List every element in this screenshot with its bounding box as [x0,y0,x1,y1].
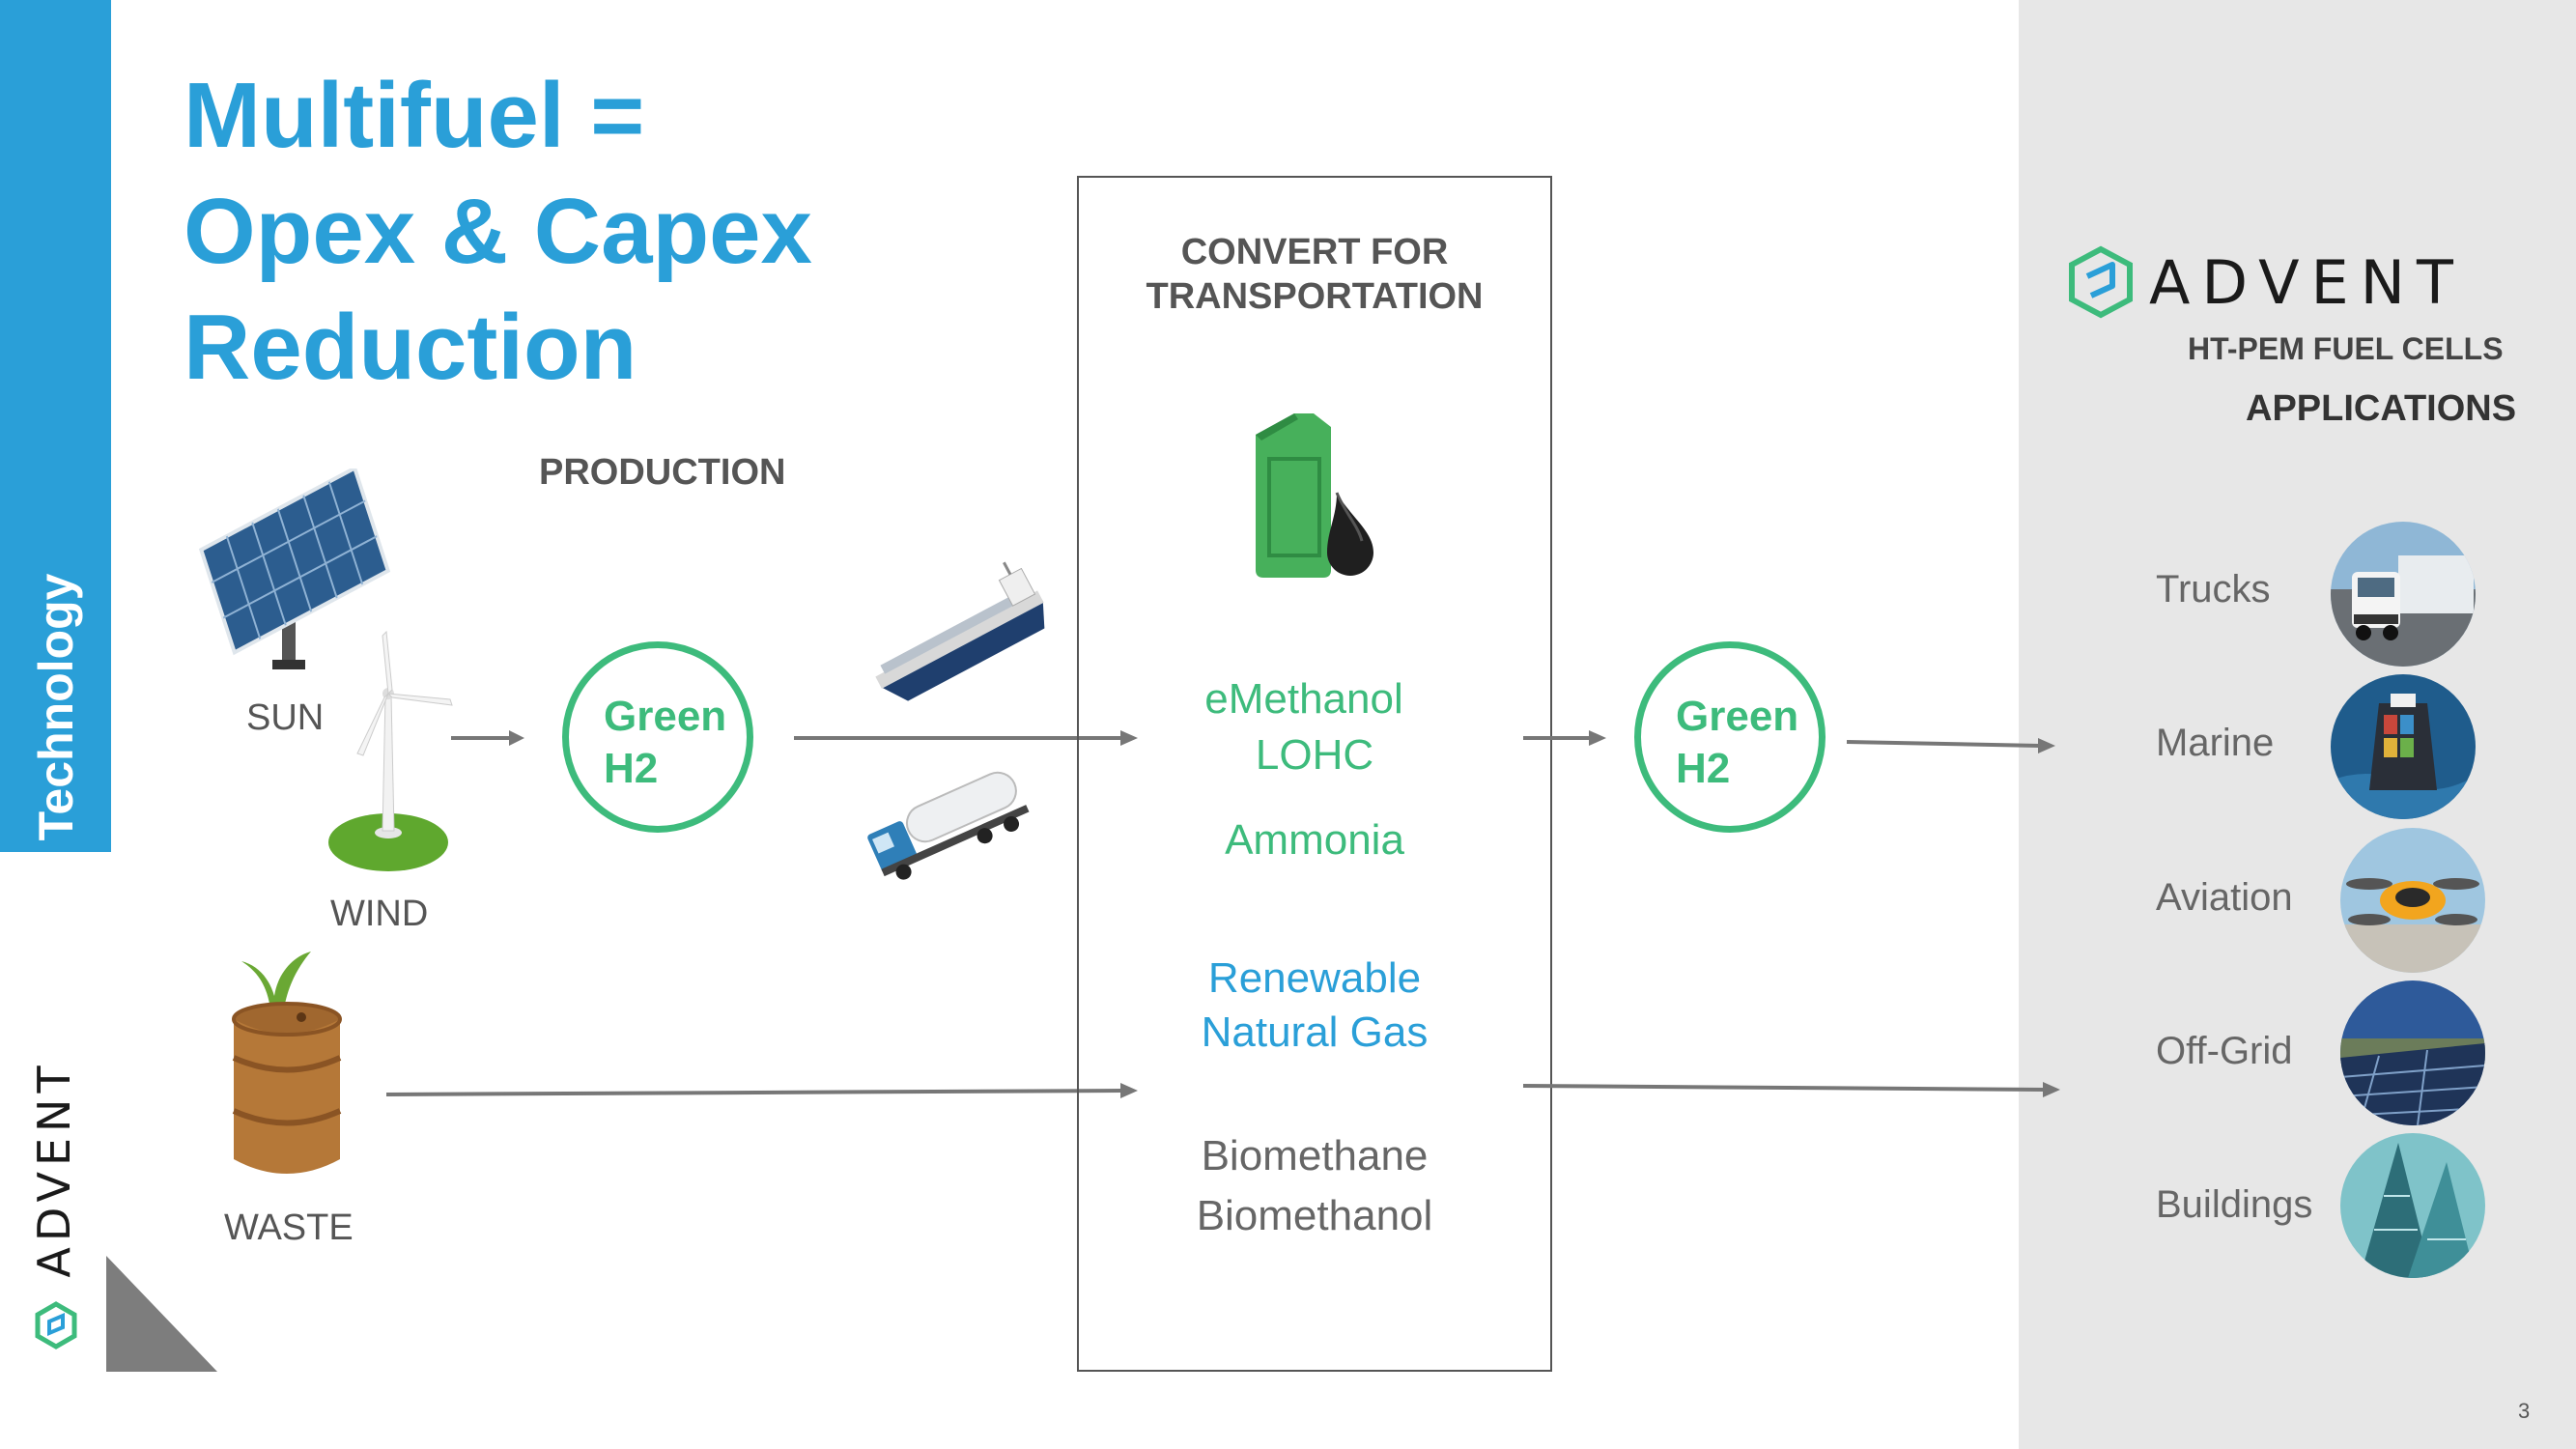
fuel-renewable-line2: Natural Gas [1201,1009,1429,1056]
sidebar-band [0,0,111,852]
app-label-aviation: Aviation [2156,876,2293,919]
green-h2-label-left: Green H2 [604,691,726,795]
solar-panel-icon [198,469,391,669]
advent-logo-icon [2069,245,2133,319]
green-h2-right-line1: Green [1676,693,1799,740]
fuel-biomethane: Biomethane [1201,1132,1429,1179]
green-h2-label-right: Green H2 [1676,691,1798,795]
sidebar-section-label: Technology [29,573,83,841]
applications-label: APPLICATIONS [2246,388,2517,429]
green-h2-circle-right [1634,641,1826,833]
arrow-convert-to-applications [1522,1082,2060,1097]
fuel-renewable-gas: Renewable Natural Gas [1077,952,1552,1060]
waste-barrel-icon [232,952,342,1174]
arrow-h2-to-applications [1846,738,2055,753]
wind-turbine-icon [328,630,453,871]
app-label-marine: Marine [2156,722,2275,764]
fuel-ammonia: Ammonia [1225,816,1404,864]
svg-text:ADVENT: ADVENT [28,1060,80,1277]
source-label-waste: WASTE [224,1208,354,1248]
drone-photo-icon [2340,828,2485,973]
fuel-bio: Biomethane Biomethanol [1077,1126,1552,1246]
green-h2-circle-left [562,641,753,833]
green-h2-right-line2: H2 [1676,745,1731,792]
green-h2-left-line2: H2 [604,745,659,792]
advent-wordmark: ADVENT [2149,249,2465,317]
corner-triangle [106,1256,217,1372]
tanker-truck-icon [867,771,1030,880]
title-line-1: Multifuel = [184,64,645,167]
convert-box-title: CONVERT FOR TRANSPORTATION [1077,230,1552,319]
convert-title-line1: CONVERT FOR [1180,232,1449,272]
title-line-3: Reduction [184,296,637,399]
fuel-lohc: LOHC [1255,731,1374,779]
page-title: Multifuel = Opex & Capex Reduction [184,58,812,406]
arrow-waste-to-convert [385,1083,1138,1098]
fuel-can-icon [1256,413,1373,578]
page-number: 3 [2518,1399,2531,1423]
fuel-emethanol: eMethanol [1204,675,1403,723]
fuel-renewable-line1: Renewable [1207,954,1422,1002]
fuel-biomethanol: Biomethanol [1196,1192,1433,1239]
truck-photo-icon [2331,522,2476,667]
convert-box [1077,176,1552,1372]
applications-panel [2019,0,2576,1449]
arrow-h2-to-convert [794,730,1138,746]
brand-subtitle: HT-PEM FUEL CELLS [2188,331,2504,366]
source-label-sun: SUN [246,697,325,738]
production-label: PRODUCTION [539,452,786,493]
advent-logo-vertical: ADVENT [28,1060,80,1350]
app-label-buildings: Buildings [2156,1183,2313,1226]
convert-title-line2: TRANSPORTATION [1146,276,1484,317]
solar-field-photo-icon [2340,980,2485,1125]
brand-name: ADVENT [2149,249,2465,317]
arrow-sources-to-h2 [451,730,524,746]
title-line-2: Opex & Capex [184,180,812,283]
app-label-trucks: Trucks [2156,568,2271,611]
ship-photo-icon [2331,674,2476,819]
app-label-off-grid: Off-Grid [2156,1030,2293,1072]
green-h2-left-line1: Green [604,693,727,740]
skyscraper-photo-icon [2340,1133,2485,1278]
source-label-wind: WIND [330,894,429,934]
tanker-ship-icon [875,561,1045,701]
arrow-convert-to-h2 [1523,730,1606,746]
